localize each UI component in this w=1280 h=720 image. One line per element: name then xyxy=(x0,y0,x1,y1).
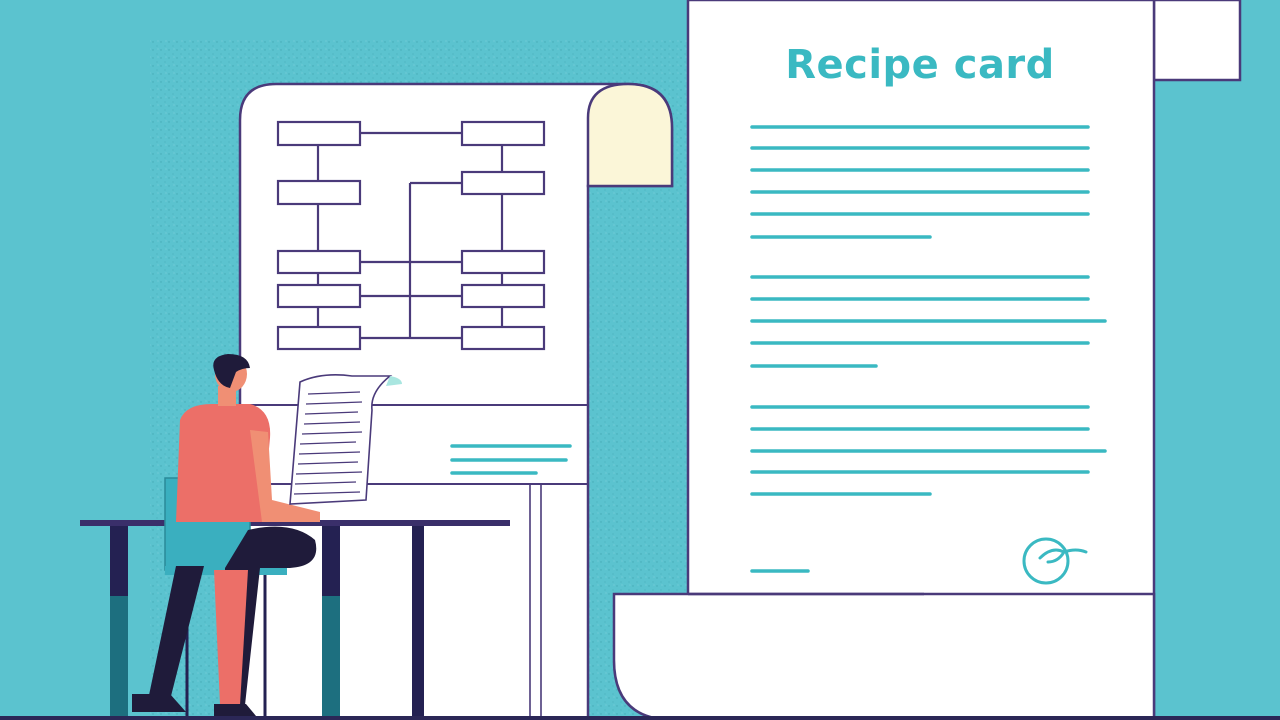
recipe-text-lines xyxy=(750,125,1107,573)
recipe-card-document xyxy=(612,0,1242,720)
recipe-card-title: Recipe card xyxy=(785,42,1055,88)
person-reading xyxy=(132,354,320,716)
panel-text-lines xyxy=(450,444,572,475)
desk-top xyxy=(80,520,510,526)
flowchart-diagram xyxy=(276,120,546,351)
desk-scene xyxy=(80,354,510,720)
floor-line xyxy=(0,716,1280,720)
held-paper xyxy=(289,374,402,505)
page-curl xyxy=(586,82,674,188)
leaf-seal-icon xyxy=(1022,537,1088,585)
flowchart-document xyxy=(238,82,674,720)
